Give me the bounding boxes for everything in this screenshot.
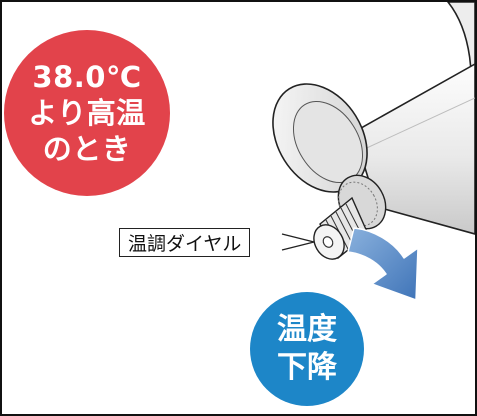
condition-line-2: より高温 (28, 96, 146, 130)
result-badge: 温度 下降 (250, 292, 364, 406)
condition-line-1: 38.0℃ (32, 60, 142, 94)
result-line-2: 下降 (277, 350, 337, 385)
callout-pointer (281, 233, 315, 251)
result-line-1: 温度 (277, 312, 337, 347)
dial-label: 温調ダイヤル (119, 228, 251, 257)
condition-badge: 38.0℃ より高温 のとき (4, 30, 170, 196)
condition-line-3: のとき (42, 132, 132, 166)
rotation-arrow-icon (347, 227, 419, 301)
